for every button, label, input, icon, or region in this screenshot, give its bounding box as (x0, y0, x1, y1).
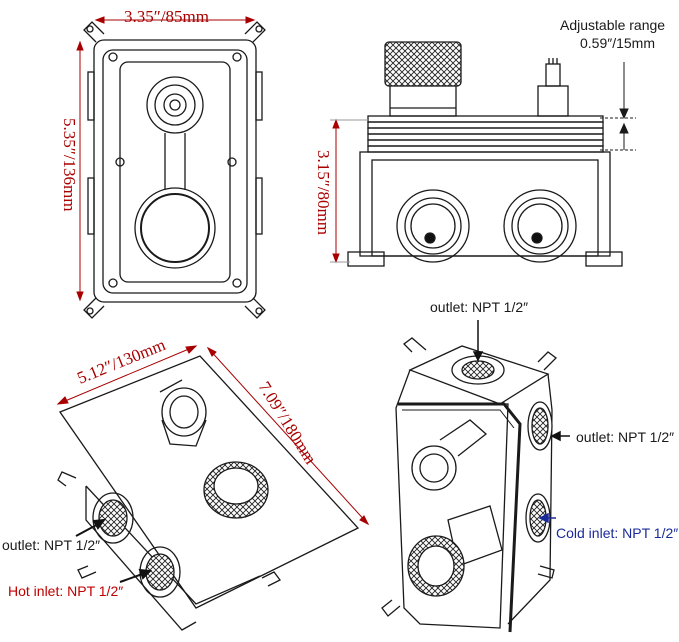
top-outlet-label: outlet: NPT 1/2″ (430, 299, 528, 315)
plate-height-dimension (206, 346, 370, 526)
outlet-port (98, 499, 128, 537)
thread-bands (367, 115, 604, 153)
side-view (347, 41, 623, 267)
top-port (146, 76, 204, 134)
plate-width-dimension (56, 345, 198, 405)
side-depth-dimension (330, 118, 368, 264)
plate-lever-knob (161, 387, 207, 437)
valve-3d-view (381, 337, 557, 633)
lower-port (134, 187, 216, 269)
screw (108, 52, 242, 288)
hot-inlet-label: Hot inlet: NPT 1/2″ (8, 583, 123, 599)
front-width-dimension (94, 16, 256, 24)
front-view (83, 21, 266, 319)
knurled-knob (384, 41, 462, 87)
valve-callout-arrows (472, 320, 570, 442)
side-depth-label: 3.15″/80mm (314, 150, 333, 235)
side-outlet-label: outlet: NPT 1/2″ (576, 429, 674, 445)
side-port-left (396, 189, 470, 263)
plate-outlet-label: outlet: NPT 1/2″ (2, 537, 100, 553)
front-height-dimension (76, 40, 84, 302)
mounting-ear (83, 21, 266, 319)
side-port-right (503, 189, 577, 263)
cold-inlet-label: Cold inlet: NPT 1/2″ (556, 525, 678, 541)
cold-inlet-arrow (538, 512, 556, 524)
adjustable-range-title: Adjustable range (560, 17, 665, 33)
adjustable-range-value: 0.59″/15mm (580, 35, 655, 51)
adjustable-range-dimension (600, 62, 636, 151)
valve-box-outline (93, 39, 257, 303)
front-width-label: 3.35″/85mm (124, 7, 209, 26)
front-height-label: 5.35″/136mm (60, 118, 79, 212)
plate-callout-arrows (75, 518, 153, 583)
cover-plate-view (57, 355, 360, 631)
adjustment-stem (545, 63, 561, 87)
valve-lever-knob (411, 445, 457, 491)
